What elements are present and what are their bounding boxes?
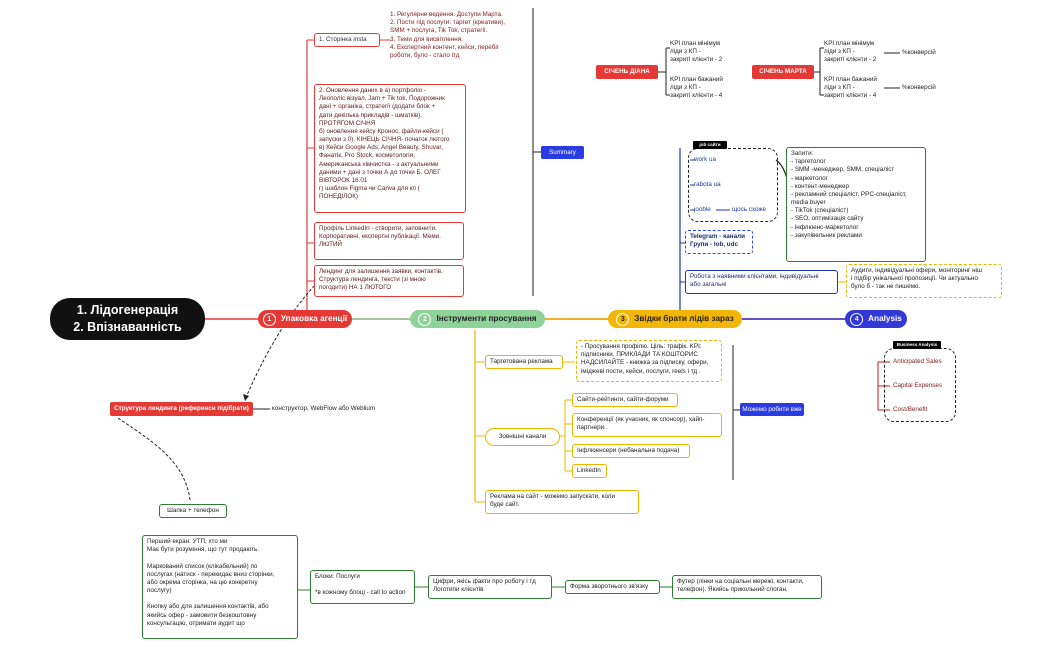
- job-sites-tab: job сайти: [693, 141, 727, 149]
- kpi-jan-diana-header[interactable]: СІЧЕНЬ ДІАНА: [596, 65, 658, 79]
- landing-structure-node[interactable]: Структура лендинга (референси підібрати): [110, 402, 253, 416]
- root-line-2: 2. Впізнаванність: [73, 320, 182, 334]
- linkedin-profile-node[interactable]: Профіль LinkedIn - створити, заповнити. …: [314, 222, 464, 260]
- ext-rating-sites[interactable]: Сайти-рейтинги, сайти-форуми: [572, 393, 678, 407]
- kpi-mar-marta-header[interactable]: СІЧЕНЬ МАРТА: [752, 65, 814, 79]
- job-sites-group: [688, 148, 778, 222]
- audits-node[interactable]: Аудити, індивідуальні офери, моніторинг …: [846, 264, 1002, 298]
- branch-analysis[interactable]: 4 Analysis: [845, 310, 907, 328]
- insta-page-node[interactable]: 1. Сторінка insta: [314, 33, 380, 47]
- external-channels-node[interactable]: Зовнішні канали: [485, 428, 560, 446]
- branch-number: 2: [418, 312, 432, 326]
- portfolio-update-node[interactable]: 2. Оновлення даних в а) портфоліо - Леоп…: [314, 84, 466, 213]
- service-blocks-node[interactable]: Блоки: Послуги *в кожному блоці - call t…: [310, 570, 415, 604]
- kpi-jan-min: KPI план мінімум ліди з КП - закриті клі…: [670, 40, 723, 64]
- kpi-conversion-1: %конверсій: [902, 49, 936, 56]
- site-ads-node[interactable]: Реклама на сайт - можемо запускати, коли…: [485, 490, 639, 514]
- root-line-1: 1. Лідогенерація: [76, 303, 179, 318]
- facts-logos-node[interactable]: Цифри, якісь факти про роботу і тд Логот…: [428, 575, 552, 599]
- branch-label: Звідки брати лідів зараз: [634, 313, 734, 323]
- branch-number: 4: [850, 312, 864, 326]
- branch-packaging[interactable]: 1 Упаковка агенції: [258, 310, 352, 328]
- ext-linkedin[interactable]: LinkedIn: [572, 464, 607, 478]
- kpi-mar-want: KPI план бажаний ліди з КП - закриті клі…: [824, 76, 877, 100]
- ext-influencers[interactable]: Інфлюенсери (небанальна подача): [572, 444, 690, 458]
- branch-lead-sources[interactable]: 3 Звідки брати лідів зараз: [608, 310, 742, 328]
- targeted-ads-note[interactable]: - Просування профілю. Ціль: трафік. KPI:…: [576, 340, 722, 382]
- ext-conferences[interactable]: Конференції (як учасник, як спонсор), ха…: [572, 413, 722, 437]
- summary-tag[interactable]: Summary: [541, 146, 584, 159]
- header-phone-node[interactable]: Шапка + телефон: [159, 504, 227, 518]
- branch-number: 3: [616, 312, 630, 326]
- cost-benefit[interactable]: Cost/Benefit: [893, 406, 928, 413]
- branch-promotion-tools[interactable]: 2 Інструменти просування: [410, 310, 545, 328]
- footer-node[interactable]: Футер (лінки на соціальні мережі, контак…: [672, 575, 822, 599]
- job-site-work-ua[interactable]: work ua: [694, 156, 717, 163]
- first-screen-node[interactable]: Перший екран: УТП, хто ми Має бути розум…: [142, 535, 298, 639]
- landing-request-node[interactable]: Лендинг для залишення заявки, контактів.…: [314, 265, 464, 297]
- job-requests-node[interactable]: Запити: - таргетолог - SMM -менеджер, SM…: [786, 147, 926, 262]
- kpi-conversion-2: %конверсій: [902, 84, 936, 91]
- telegram-channels-node[interactable]: Telegram - канали Групи - lob, udc: [685, 230, 753, 254]
- branch-number: 1: [262, 312, 276, 326]
- branch-label: Analysis: [868, 313, 902, 323]
- anticipated-sales[interactable]: Anticipated Sales: [893, 358, 942, 365]
- job-site-jooble[interactable]: jooble: [694, 206, 711, 213]
- capital-expenses[interactable]: Capital Expenses: [893, 382, 943, 389]
- feedback-form-node[interactable]: Форма зворотнього зв'язку: [565, 580, 660, 594]
- branch-label: Інструменти просування: [436, 313, 537, 323]
- kpi-jan-want: KPI план бажаний ліди з КП - закриті клі…: [670, 76, 723, 100]
- targeted-ads-node[interactable]: Таргетована реклама: [485, 355, 563, 369]
- can-do-now-tag[interactable]: Можемо робити вже: [740, 403, 804, 416]
- branch-label: Упаковка агенції: [280, 313, 348, 323]
- jooble-similar-note: щось схоже: [732, 206, 767, 213]
- job-site-rabota-ua[interactable]: rabota ua: [694, 181, 721, 188]
- business-analysis-tab: Business Analysis: [893, 341, 941, 349]
- existing-clients-node[interactable]: Робота з наявними клієнтами, індивідуаль…: [685, 270, 838, 294]
- constructor-note: конструктор, WebFlow або Weblium: [272, 405, 376, 412]
- kpi-mar-min: KPI план мінімум ліди з КП - закриті клі…: [824, 40, 877, 64]
- insta-plan-note: 1. Регулярне ведення. Доступи Марта. 2. …: [390, 11, 505, 59]
- root-node[interactable]: 1. Лідогенерація 2. Впізнаванність: [50, 298, 205, 340]
